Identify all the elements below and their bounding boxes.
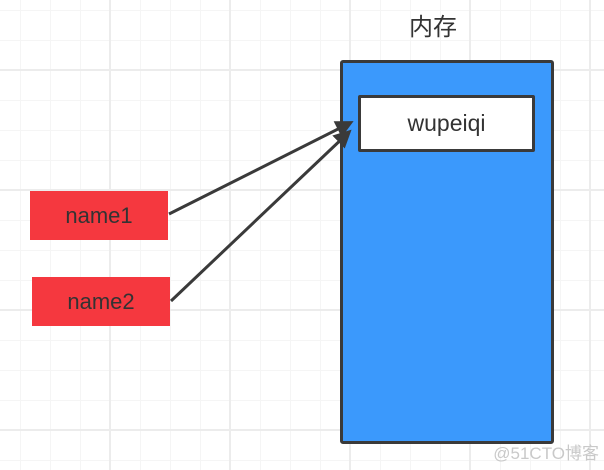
variable-box-name1: name1 xyxy=(30,191,168,240)
arrow-name1-to-value xyxy=(168,121,354,216)
value-box: wupeiqi xyxy=(358,95,535,152)
arrow-name2-to-value xyxy=(169,129,352,303)
variable-box-name2: name2 xyxy=(32,277,170,326)
variable-label-name2: name2 xyxy=(67,288,135,314)
watermark: @51CTO博客 xyxy=(493,444,599,463)
memory-title: 内存 xyxy=(409,14,457,41)
variable-label-name1: name1 xyxy=(65,202,133,228)
value-box-label: wupeiqi xyxy=(407,110,486,136)
